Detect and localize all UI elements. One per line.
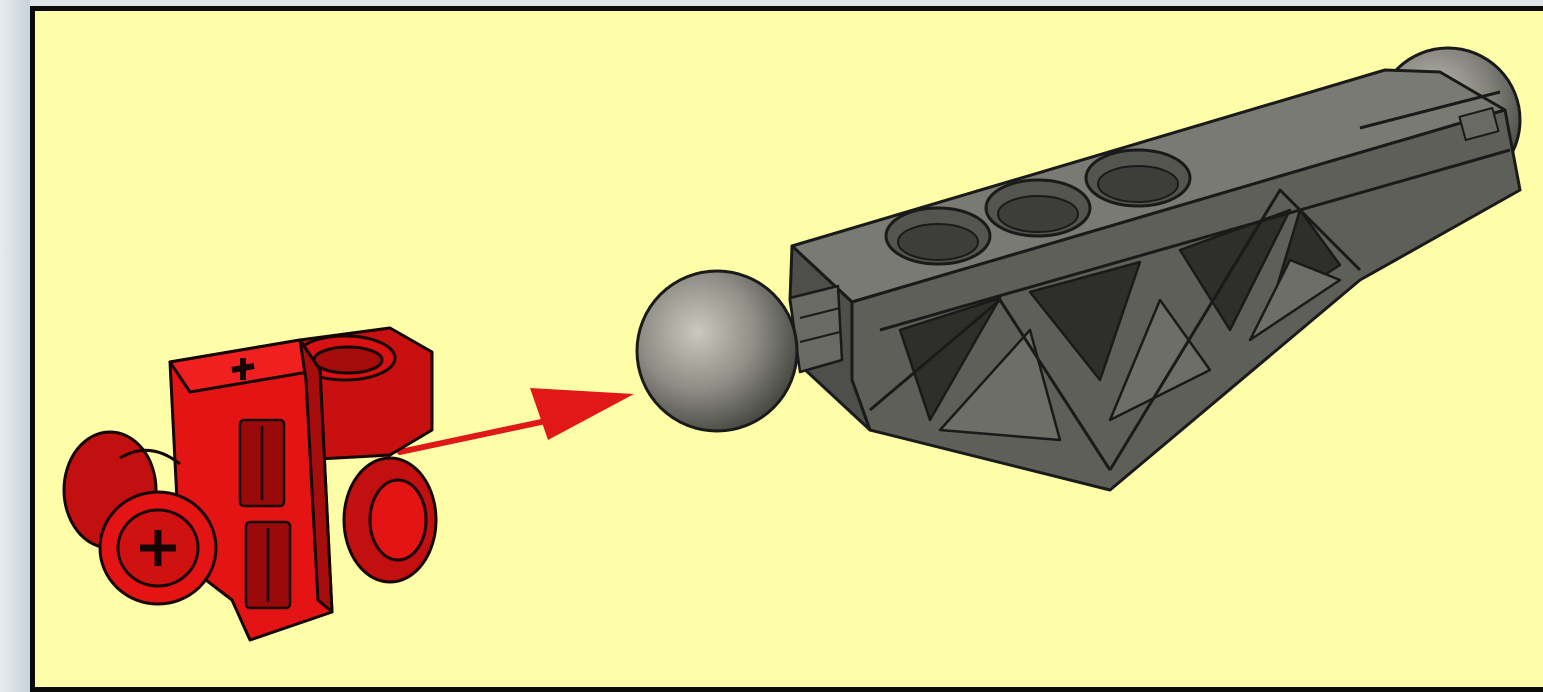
connector-part [64, 328, 436, 640]
insertion-arrow [400, 388, 634, 452]
limb-part [637, 0, 1520, 490]
near-ball-joint [637, 271, 797, 431]
